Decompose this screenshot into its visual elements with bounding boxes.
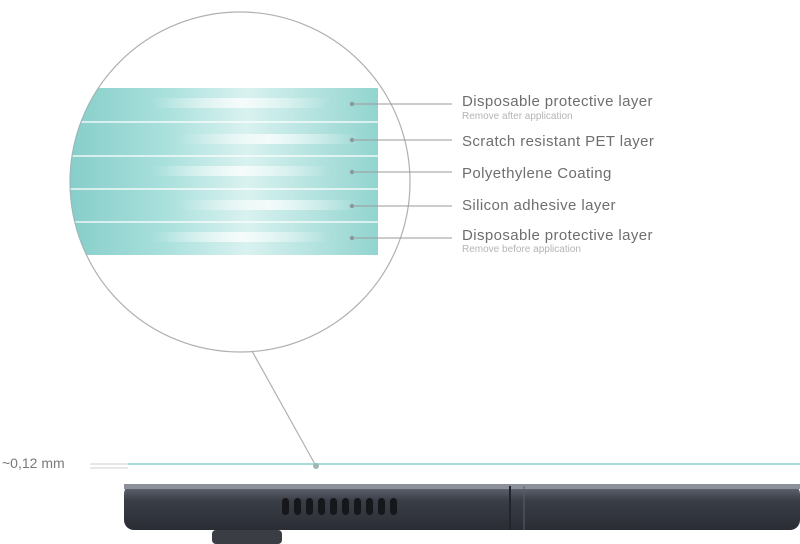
- tablet-body: [124, 484, 800, 530]
- thickness-label: ~0,12 mm: [2, 455, 65, 471]
- layer-shine: [180, 134, 360, 144]
- layer-leader-dot: [349, 235, 355, 241]
- speaker-slot: [342, 498, 349, 515]
- layer-shine: [150, 166, 330, 176]
- layer-leader-dot: [349, 169, 355, 175]
- layer-shine: [150, 232, 330, 242]
- layer-leader-dot: [349, 101, 355, 107]
- camera-bump: [212, 530, 282, 544]
- magnifier-circle: [69, 11, 411, 353]
- layer-shine: [150, 98, 330, 108]
- layer-label-2: Scratch resistant PET layer: [462, 133, 655, 150]
- layer-label-5: Disposable protective layer: [462, 227, 653, 244]
- magnifier-leader-line: [251, 350, 317, 467]
- speaker-slot: [330, 498, 337, 515]
- layer-note-5: Remove before application: [462, 244, 581, 255]
- speaker-slot: [306, 498, 313, 515]
- layer-label-1: Disposable protective layer: [462, 93, 653, 110]
- speaker-slot: [390, 498, 397, 515]
- layer-note-1: Remove after application: [462, 111, 573, 122]
- film-marker-dot: [313, 463, 319, 469]
- layer-label-4: Silicon adhesive layer: [462, 197, 616, 214]
- layer-shine: [180, 200, 360, 210]
- speaker-grille: [282, 498, 397, 515]
- speaker-slot: [318, 498, 325, 515]
- speaker-slot: [366, 498, 373, 515]
- layer-leader-dot: [349, 137, 355, 143]
- speaker-slot: [378, 498, 385, 515]
- magnified-film-stack: [70, 88, 378, 255]
- layer-leader-dot: [349, 203, 355, 209]
- tablet-device: [90, 463, 800, 544]
- layer-label-3: Polyethylene Coating: [462, 165, 612, 182]
- speaker-slot: [354, 498, 361, 515]
- speaker-slot: [294, 498, 301, 515]
- speaker-slot: [282, 498, 289, 515]
- tablet-edge-highlight: [124, 484, 800, 489]
